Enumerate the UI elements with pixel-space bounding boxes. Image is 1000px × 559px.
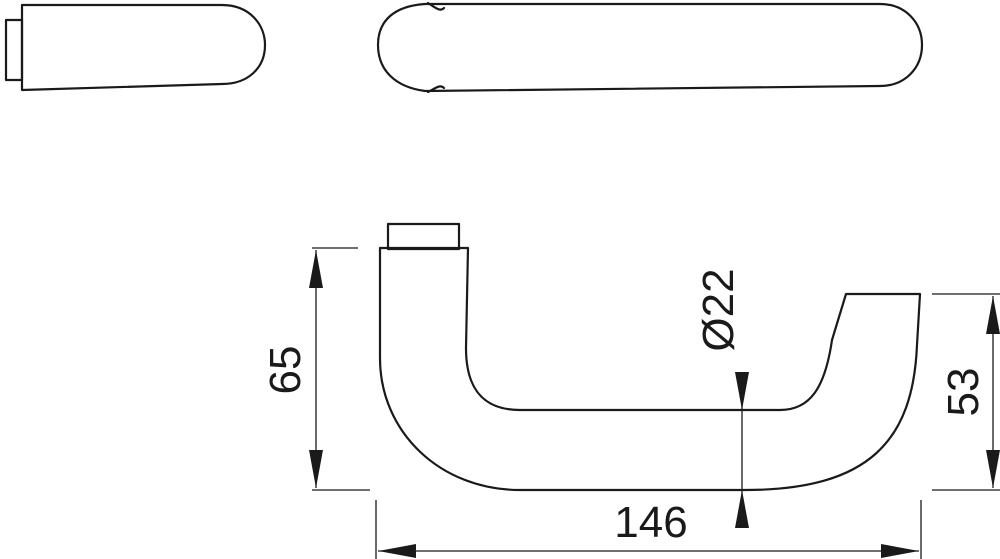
profile-notch-bottom xyxy=(426,85,446,94)
dim-label-65: 65 xyxy=(261,346,310,395)
dim-label-diameter: Ø22 xyxy=(694,268,743,351)
dimension-146: 146 xyxy=(378,498,919,558)
top-view-end xyxy=(4,3,267,92)
lever-outline xyxy=(378,246,922,492)
handle-side-profile xyxy=(376,2,924,93)
arrowhead-53-bottom xyxy=(986,450,1000,488)
profile-notch-top xyxy=(426,1,446,11)
spindle-boss xyxy=(386,222,461,251)
arrowhead-53-top xyxy=(986,296,1000,334)
dim-label-146: 146 xyxy=(614,498,687,547)
arrowhead-146-left xyxy=(378,544,416,558)
extension-lines xyxy=(312,247,1000,559)
arrowhead-65-top xyxy=(309,250,323,288)
arrowhead-146-right xyxy=(881,544,919,558)
arrowhead-diameter-bottom xyxy=(735,490,749,528)
end-view-body xyxy=(20,3,267,92)
front-view-handle xyxy=(378,222,922,492)
top-view-handle xyxy=(376,1,924,94)
dimension-65: 65 xyxy=(261,250,323,488)
arrowhead-65-bottom xyxy=(309,450,323,488)
dimension-diameter: Ø22 xyxy=(694,268,749,528)
end-view-spindle-block xyxy=(4,18,24,82)
dimension-53: 53 xyxy=(939,296,1000,488)
dim-label-53: 53 xyxy=(939,368,988,417)
arrowhead-diameter-top xyxy=(735,372,749,410)
